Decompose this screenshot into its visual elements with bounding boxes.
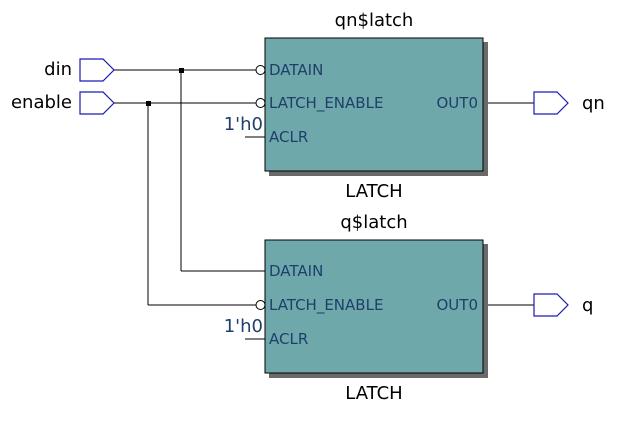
input-label-din: din <box>44 59 72 80</box>
datain-inversion-bubble <box>255 65 266 75</box>
output-label-qn: qn <box>582 93 605 114</box>
output-label-q: q <box>582 295 593 316</box>
junction-dot-enable <box>146 101 151 106</box>
block-type-label: LATCH <box>345 383 402 404</box>
output-port-qn[interactable] <box>533 91 569 115</box>
pin-latch-enable: LATCH_ENABLE <box>269 94 383 113</box>
block-instance-name: q$latch <box>340 212 407 233</box>
pin-latch-enable: LATCH_ENABLE <box>269 296 383 315</box>
block-body[interactable] <box>264 239 484 374</box>
latch-block-q[interactable]: q$latch DATAIN LATCH_ENABLE ACLR OUT0 1'… <box>224 212 488 404</box>
pin-out0: OUT0 <box>437 94 479 112</box>
input-port-enable[interactable] <box>79 91 115 115</box>
pin-datain: DATAIN <box>269 61 323 79</box>
pin-out0: OUT0 <box>437 296 479 314</box>
pin-aclr: ACLR <box>269 128 308 146</box>
latch-enable-inversion-bubble <box>255 300 266 310</box>
pin-datain: DATAIN <box>269 262 323 280</box>
input-label-enable: enable <box>11 92 72 113</box>
latch-block-qn[interactable]: qn$latch DATAIN LATCH_ENABLE ACLR OUT0 1… <box>224 10 488 202</box>
block-instance-name: qn$latch <box>335 10 414 31</box>
wires <box>114 69 534 340</box>
junction-dot-din <box>179 68 184 73</box>
input-port-din[interactable] <box>79 58 115 82</box>
latch-enable-inversion-bubble <box>255 98 266 108</box>
block-body[interactable] <box>264 37 484 172</box>
aclr-constant: 1'h0 <box>224 316 263 337</box>
block-type-label: LATCH <box>345 181 402 202</box>
output-port-q[interactable] <box>533 293 569 317</box>
pin-aclr: ACLR <box>269 330 308 348</box>
aclr-constant: 1'h0 <box>224 114 263 135</box>
